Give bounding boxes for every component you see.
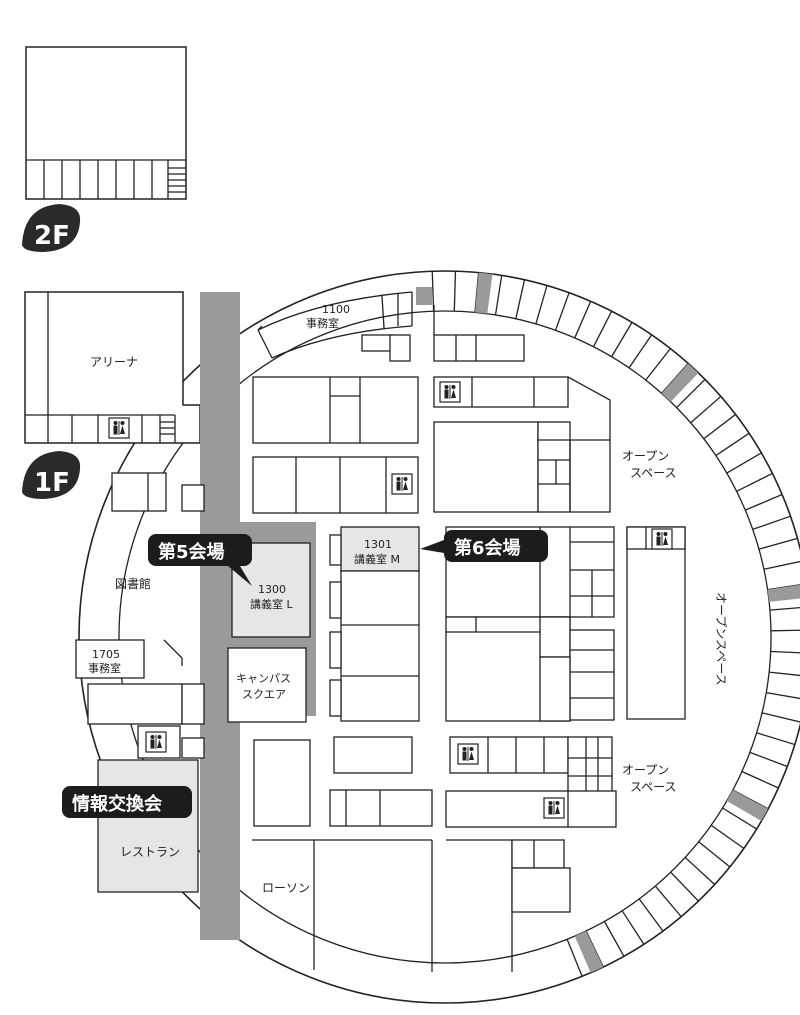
central-left-rooms: 1300 講義室 L キャンパス スクエア ローソン [227,542,433,972]
restaurant-room [97,759,199,893]
restroom-icon [651,528,673,550]
restroom-icon [145,731,167,753]
hall5-label: 第5会場 [158,541,225,563]
arena-block: アリーナ [24,291,201,444]
open-space-lower-line2: スペース [630,780,677,794]
lecture-1300-number: 1300 [258,583,286,596]
exchange-callout[interactable]: 情報交換会 [62,786,192,818]
left-wing-rooms: 図書館 1705 事務室 レストラン [75,472,205,893]
office-1705-number: 1705 [92,648,120,661]
open-space-upper-line1: オープン [622,449,669,463]
office-1100-name: 事務室 [306,316,339,330]
arena-label: アリーナ [90,355,138,369]
hall5-callout[interactable]: 第5会場 [148,534,252,586]
exchange-label: 情報交換会 [72,793,162,815]
floor2-plan [25,46,187,200]
campus-square-line1: キャンパス [236,672,291,685]
lawson-label: ローソン [262,881,310,895]
outer-ring-rooms [118,271,800,977]
restroom-icon [108,417,130,439]
floor2-badge: 2F [22,204,81,252]
hall6-label: 第6会場 [454,537,521,559]
library-label: 図書館 [115,576,151,591]
restroom-icon [543,797,565,819]
upper-central-rooms: 1100 事務室 [252,287,677,514]
campus-square-line2: スクエア [242,688,286,701]
floor1-badge: 1F [22,451,81,499]
lecture-1301-number: 1301 [364,538,392,551]
restroom-icon [439,381,461,403]
campus-square [227,647,307,723]
middle-rooms: 1301 講義室 M オープンスペース [329,526,728,722]
lecture-1300-name: 講義室 L [250,597,293,611]
hall6-callout[interactable]: 第6会場 [420,530,548,562]
lecture-1301-name: 講義室 M [354,552,400,566]
lower-rooms: オープン スペース [329,736,677,972]
open-space-lower-line1: オープン [622,763,669,777]
restroom-icon [457,743,479,765]
office-1100-number: 1100 [322,303,350,316]
restroom-icon [391,473,413,495]
open-space-upper-line2: スペース [630,466,677,480]
office-1705-name: 事務室 [88,661,121,675]
floor2-number: 2F [34,221,70,251]
floor1-number: 1F [34,468,70,498]
restaurant-label: レストラン [120,845,180,859]
open-space-right-label: オープンスペース [714,592,728,686]
